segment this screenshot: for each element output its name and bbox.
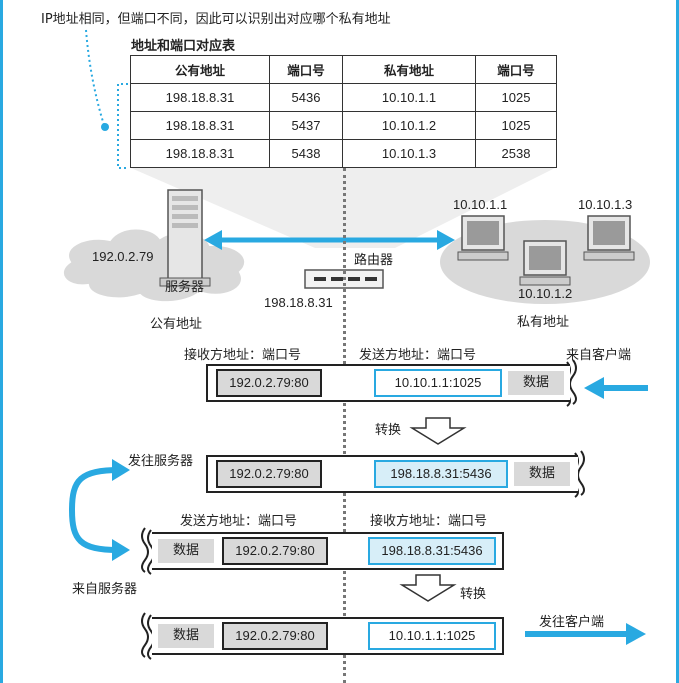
to-client-label: 发往客户端 (539, 615, 605, 630)
table-row: 198.18.8.31 5437 10.10.1.2 1025 (130, 111, 557, 140)
annotation-note: IP地址相同，但端口不同，因此可以识别出对应哪个私有地址 (41, 12, 391, 27)
router-label: 路由器 (354, 253, 394, 268)
packet2-data: 数据 (514, 462, 570, 486)
cell: 5437 (269, 111, 343, 140)
cell: 2538 (475, 139, 557, 168)
packet4-dst: 10.10.1.1:1025 (368, 622, 496, 650)
callout-bracket (117, 83, 128, 169)
cell: 5438 (269, 139, 343, 168)
callout-line (85, 29, 105, 126)
server-icon (159, 189, 211, 287)
cell: 1025 (475, 111, 557, 140)
packet1-data: 数据 (508, 371, 564, 395)
incoming-client-arrow (584, 377, 648, 399)
packet3-dst: 198.18.8.31:5436 (368, 537, 496, 565)
public-address-label: 公有地址 (150, 317, 203, 332)
table-row: 198.18.8.31 5438 10.10.1.3 2538 (130, 139, 557, 168)
router-ip: 198.18.8.31 (264, 295, 333, 310)
packet-1: 192.0.2.79:80 10.10.1.1:1025 数据 (206, 364, 570, 402)
server-client-arrow (204, 230, 455, 250)
cell: 198.18.8.31 (130, 139, 270, 168)
packet1-dst: 192.0.2.79:80 (216, 369, 322, 397)
recv-label-1: 接收方地址：端口号 (184, 348, 302, 363)
table-row: 198.18.8.31 5436 10.10.1.1 1025 (130, 83, 557, 112)
send-label-1: 发送方地址：端口号 (359, 348, 477, 363)
cell: 10.10.1.3 (342, 139, 476, 168)
send-label-2: 发送方地址：端口号 (180, 514, 298, 529)
cell: 1025 (475, 83, 557, 112)
convert-arrow-1 (409, 417, 467, 445)
packet3-src: 192.0.2.79:80 (222, 537, 328, 565)
table-title: 地址和端口对应表 (131, 39, 236, 54)
from-server-label: 来自服务器 (72, 582, 138, 597)
col-private-address: 私有地址 (342, 55, 476, 84)
col-public-address: 公有地址 (130, 55, 270, 84)
center-divider (343, 168, 346, 683)
private-address-label: 私有地址 (517, 315, 570, 330)
right-border (676, 0, 679, 683)
callout-dot (101, 123, 109, 131)
client3-icon (583, 215, 635, 261)
convert-arrow-2 (399, 574, 457, 602)
convert-label-1: 转换 (375, 423, 402, 438)
cell: 10.10.1.2 (342, 111, 476, 140)
server-label: 服务器 (165, 280, 205, 295)
server-ip: 192.0.2.79 (92, 249, 154, 264)
col-port: 端口号 (269, 55, 343, 84)
client1-ip: 10.10.1.1 (453, 197, 508, 212)
cell: 198.18.8.31 (130, 111, 270, 140)
packet2-src: 198.18.8.31:5436 (374, 460, 508, 488)
cell: 198.18.8.31 (130, 83, 270, 112)
client2-ip: 10.10.1.2 (518, 286, 573, 301)
packet2-dst: 192.0.2.79:80 (216, 460, 322, 488)
address-port-table: 公有地址 端口号 私有地址 端口号 198.18.8.31 5436 10.10… (130, 55, 557, 168)
client1-icon (457, 215, 509, 261)
cell: 10.10.1.1 (342, 83, 476, 112)
left-border (0, 0, 3, 683)
packet4-src: 192.0.2.79:80 (222, 622, 328, 650)
server-loop-arrow (68, 459, 130, 561)
packet-4: 数据 192.0.2.79:80 10.10.1.1:1025 (152, 617, 504, 655)
recv-label-2: 接收方地址：端口号 (370, 514, 488, 529)
outgoing-client-arrow (525, 623, 646, 645)
packet1-src: 10.10.1.1:1025 (374, 369, 502, 397)
cell: 5436 (269, 83, 343, 112)
col-port-2: 端口号 (475, 55, 557, 84)
packet4-data: 数据 (158, 624, 214, 648)
packet3-data: 数据 (158, 539, 214, 563)
packet-2: 192.0.2.79:80 198.18.8.31:5436 数据 (206, 455, 578, 493)
packet-3: 数据 192.0.2.79:80 198.18.8.31:5436 (152, 532, 504, 570)
client2-icon (519, 240, 571, 286)
to-server-label: 发往服务器 (128, 454, 194, 469)
client3-ip: 10.10.1.3 (578, 197, 633, 212)
convert-label-2: 转换 (460, 587, 487, 602)
from-client-label: 来自客户端 (566, 348, 632, 363)
